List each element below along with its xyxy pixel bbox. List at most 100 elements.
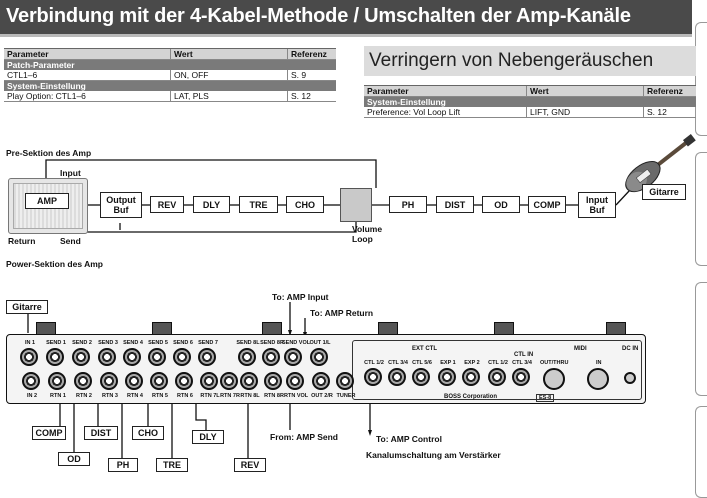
- noise-table: Parameter Wert Referenz System-Einstellu…: [364, 85, 696, 118]
- jack-port: [438, 368, 456, 386]
- effect-tre: TRE: [239, 196, 278, 213]
- page-title: Verbindung mit der 4-Kabel-Methode / Ums…: [6, 5, 631, 27]
- jack-port: [74, 372, 92, 390]
- guitar-label: Gitarre: [642, 184, 686, 200]
- table-header: Parameter: [364, 85, 527, 97]
- jack-label: RTN 4: [127, 393, 143, 399]
- title-bar: Verbindung mit der 4-Kabel-Methode / Ums…: [0, 0, 692, 37]
- parameter-table: Parameter Wert Referenz Patch-Parameter …: [4, 48, 336, 102]
- effect-comp: COMP: [528, 196, 566, 213]
- jack-port: [512, 368, 530, 386]
- to-amp-return-label: To: AMP Return: [310, 308, 374, 318]
- effect-od: OD: [482, 196, 520, 213]
- jack-label: RTN 7R: [220, 393, 240, 399]
- brand-label: BOSS Corporation: [444, 394, 498, 400]
- jack-label: SEND 1: [46, 340, 66, 346]
- jack-label: SEND 7: [198, 340, 218, 346]
- jack-port: [262, 348, 280, 366]
- ctl-in-label: CTL IN: [514, 352, 534, 358]
- table-cell: LAT, PLS: [170, 91, 288, 102]
- jack-port: [150, 372, 168, 390]
- jack-label: SEND 3: [98, 340, 118, 346]
- jack-port: [123, 348, 141, 366]
- jack-label: SEND 8L: [236, 340, 260, 346]
- jack-port: [364, 368, 382, 386]
- jack-label: RTN 7L: [200, 393, 220, 399]
- jack-port: [46, 348, 64, 366]
- amp-box: AMP: [25, 193, 69, 209]
- jack-port: [175, 372, 193, 390]
- jack-port: [198, 348, 216, 366]
- table-cell: S. 9: [287, 70, 336, 81]
- effect-output-buf: Output Buf: [100, 192, 142, 218]
- table-section: Patch-Parameter: [4, 59, 336, 70]
- jack-port: [336, 372, 354, 390]
- input-label: Input: [60, 168, 81, 178]
- jack-port: [240, 372, 258, 390]
- jack-label: SEND 4: [123, 340, 143, 346]
- jack-port: [412, 368, 430, 386]
- side-tab[interactable]: [695, 22, 707, 136]
- effect-cho: CHO: [286, 196, 324, 213]
- rear-guitar-label: Gitarre: [6, 300, 48, 314]
- effect-dly: DLY: [193, 196, 230, 213]
- midi-out-port: [543, 368, 565, 390]
- dc-in-label: DC IN: [622, 346, 639, 352]
- table-cell: Play Option: CTL1–6: [4, 91, 171, 102]
- midi-label: MIDI: [574, 346, 587, 352]
- table-row: Play Option: CTL1–6 LAT, PLS S. 12: [4, 91, 336, 102]
- channel-switch-label: Kanalumschaltung am Verstärker: [366, 450, 501, 460]
- table-header: Wert: [526, 85, 644, 97]
- table-section: System-Einstellung: [4, 80, 336, 91]
- volume-loop-label: Volume Loop: [352, 224, 383, 244]
- rear-panel: [6, 322, 646, 412]
- to-amp-control-label: To: AMP Control: [376, 434, 442, 444]
- noise-title: Verringern von Nebengeräuschen: [369, 50, 654, 71]
- jack-port: [148, 348, 166, 366]
- table-row: CTL1–6 ON, OFF S. 9: [4, 70, 336, 81]
- table-header: Referenz: [643, 85, 696, 97]
- midi-jack-label: OUT/THRU: [540, 360, 569, 366]
- jack-port: [264, 372, 282, 390]
- jack-label: RTN 1: [50, 393, 66, 399]
- jack-label: RTN VOL: [284, 393, 309, 399]
- side-tab[interactable]: [695, 282, 707, 396]
- jack-label: OUT 1/L: [309, 340, 331, 346]
- jack-port: [284, 348, 302, 366]
- jack-port: [238, 348, 256, 366]
- jack-label: RTN 8R: [264, 393, 284, 399]
- effect-rev: REV: [150, 196, 184, 213]
- table-cell: S. 12: [287, 91, 336, 102]
- jack-port: [310, 348, 328, 366]
- jack-label: EXP 1: [440, 360, 456, 366]
- model-label: ES-8: [536, 394, 555, 402]
- jack-label: TUNER: [336, 393, 356, 399]
- jack-port: [20, 348, 38, 366]
- rear-effect-tre: TRE: [156, 458, 188, 472]
- jack-port: [220, 372, 238, 390]
- midi-in-port: [587, 368, 609, 390]
- power-section-label: Power-Sektion des Amp: [6, 259, 103, 269]
- guitar-icon: [625, 134, 696, 193]
- table-row: Preference: Vol Loop Lift LIFT, GND S. 1…: [364, 107, 696, 118]
- table-header: Referenz: [287, 48, 336, 60]
- jack-port: [388, 368, 406, 386]
- jack-port: [72, 348, 90, 366]
- effect-input-buf: Input Buf: [578, 192, 616, 218]
- jack-port: [173, 348, 191, 366]
- table-cell: LIFT, GND: [526, 107, 644, 118]
- rear-effect-od: OD: [58, 452, 90, 466]
- jack-port: [98, 348, 116, 366]
- jack-label: SEND 6: [173, 340, 193, 346]
- ext-ctl-label: EXT CTL: [412, 346, 437, 352]
- jack-label: OUT 2/R: [311, 393, 333, 399]
- jack-port: [462, 368, 480, 386]
- jack-port: [22, 372, 40, 390]
- jack-port: [488, 368, 506, 386]
- jack-label: IN 2: [26, 393, 38, 399]
- volume-loop-block: [340, 188, 372, 222]
- midi-jack-label: IN: [596, 360, 602, 366]
- jack-label: RTN 2: [76, 393, 92, 399]
- jack-port: [312, 372, 330, 390]
- side-tab[interactable]: [695, 152, 707, 266]
